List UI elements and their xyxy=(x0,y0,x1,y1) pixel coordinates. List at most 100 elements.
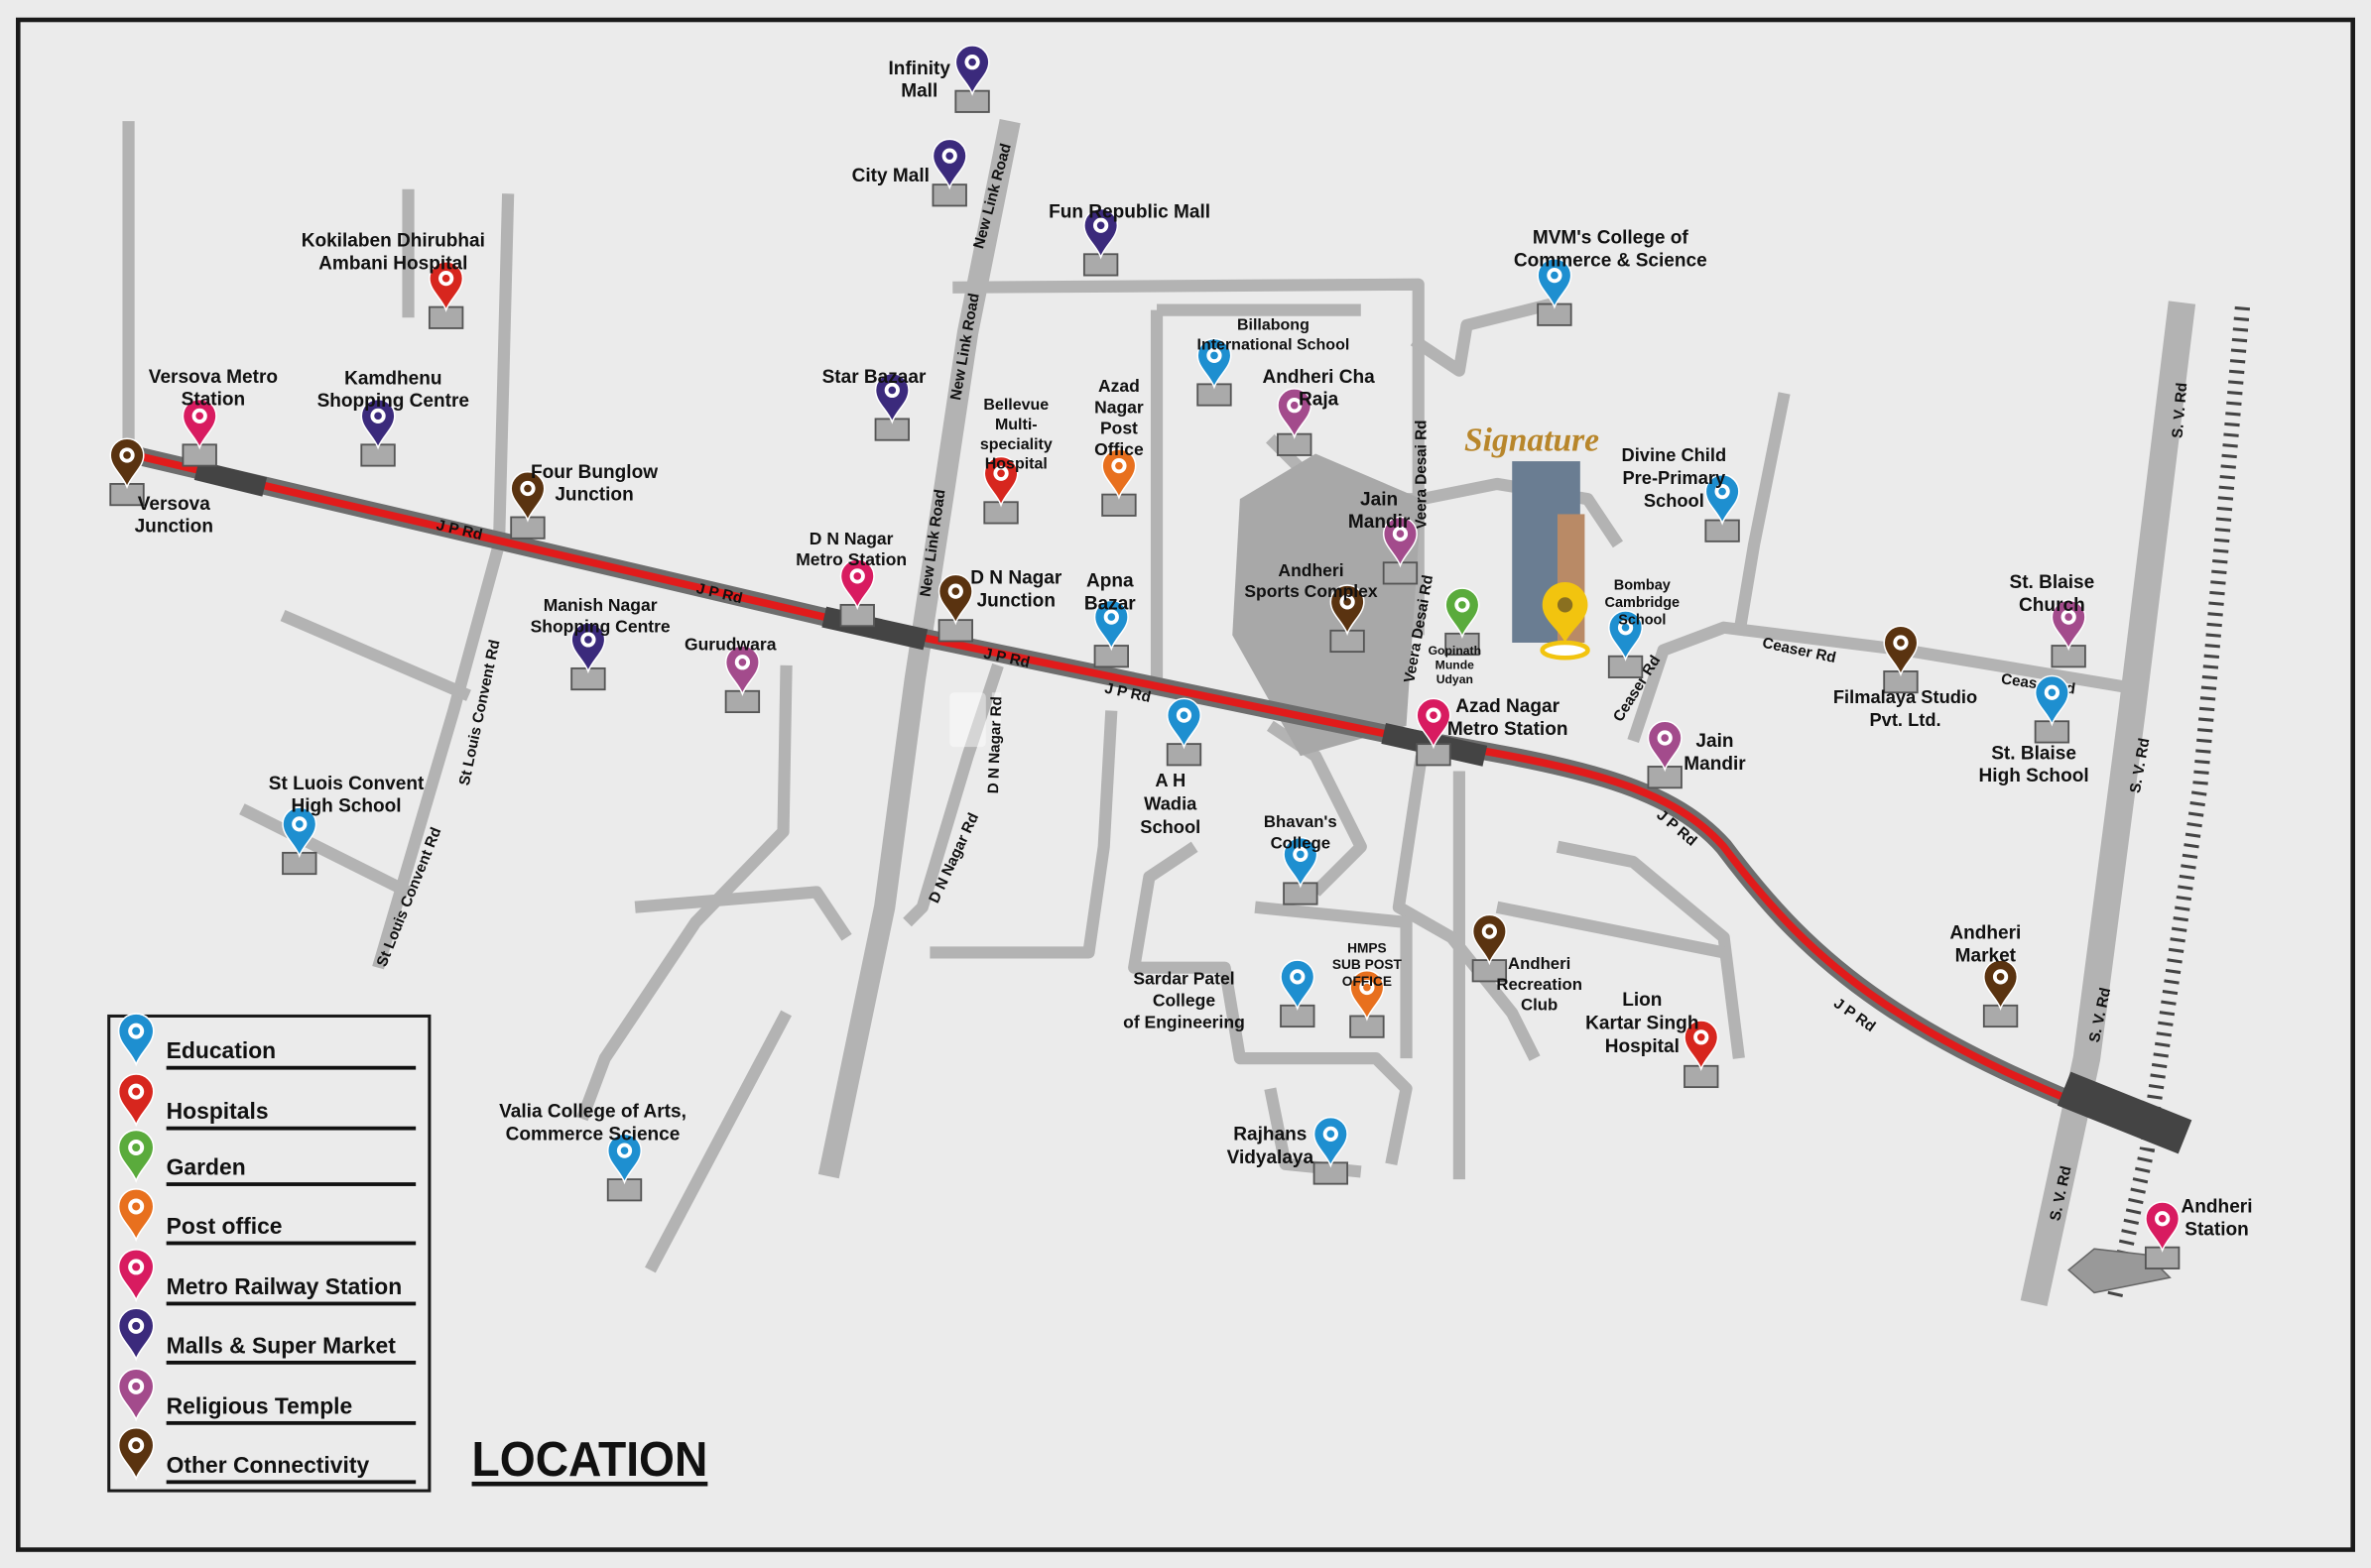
temple-pin-icon xyxy=(1647,720,1683,773)
project-logo: Signature xyxy=(1464,422,1599,458)
poi-star-bazaar[interactable] xyxy=(874,372,910,441)
poi-gopinath-munde-udyan[interactable] xyxy=(1444,587,1480,657)
poi-kamdhenu-shopping-centre[interactable] xyxy=(360,398,396,467)
poi-andheri-cha-raja[interactable] xyxy=(1277,388,1312,456)
post-legend-icon xyxy=(117,1188,155,1243)
legend-item-other: Other Connectivity xyxy=(117,1426,417,1485)
watermark-logo xyxy=(949,692,1002,748)
poi-azad-nagar-metro-station[interactable] xyxy=(1416,697,1451,767)
temple-pin-icon xyxy=(724,645,760,696)
poi-st-blaise-church[interactable] xyxy=(2051,599,2086,668)
education-pin-icon xyxy=(606,1133,643,1185)
poi-d-n-nagar-metro-station[interactable] xyxy=(839,558,875,628)
road-network xyxy=(122,119,2251,1306)
mall-legend-icon xyxy=(117,1307,155,1362)
other-pin-icon xyxy=(1883,625,1919,677)
legend-label: Post office xyxy=(167,1213,283,1239)
poi-versova-junction[interactable] xyxy=(109,437,145,507)
education-pin-icon xyxy=(1196,337,1232,390)
metro-pin-icon xyxy=(182,398,217,450)
poi-d-n-nagar-junction[interactable] xyxy=(937,573,973,643)
mall-pin-icon xyxy=(954,45,990,96)
poi-st-blaise-high-school[interactable] xyxy=(2034,674,2070,744)
poi-andheri-sports-complex[interactable] xyxy=(1329,584,1365,654)
metro-pin-icon xyxy=(839,558,875,611)
poi-bellevue-multi-speciality-hospital[interactable] xyxy=(983,455,1019,525)
education-pin-icon xyxy=(1166,697,1202,750)
other-pin-icon xyxy=(510,470,546,523)
poi-label: Star Bazaar xyxy=(822,367,927,388)
poi-apna-bazar[interactable] xyxy=(1093,599,1129,668)
poi-hmps-sub-post-office[interactable] xyxy=(1349,969,1385,1038)
poi-jain-mandir[interactable] xyxy=(1382,516,1419,585)
project-signature: Signature xyxy=(1464,422,1599,661)
poi-label: Fun Republic Mall xyxy=(1049,202,1210,223)
road-label-veera-desai-rd: Veera Desai Rd xyxy=(1413,421,1430,530)
education-pin-icon xyxy=(1537,258,1572,309)
other-pin-icon xyxy=(109,437,145,490)
poi-divine-child-pre-primary-school[interactable] xyxy=(1704,474,1740,543)
poi-four-bunglow-junction[interactable] xyxy=(510,470,546,540)
legend-label: Metro Railway Station xyxy=(167,1273,403,1299)
poi-bombay-cambridge-school[interactable] xyxy=(1607,610,1644,678)
temple-pin-icon xyxy=(1277,388,1312,439)
poi-label: City Mall xyxy=(852,166,930,186)
poi-billabong-international-school[interactable] xyxy=(1196,337,1232,407)
poi-andheri-recreation-club[interactable] xyxy=(1471,913,1508,983)
poi-filmalaya-studio-pvt-ltd-[interactable] xyxy=(1883,625,1919,694)
poi-lion-kartar-singh-hospital[interactable] xyxy=(1684,1020,1719,1089)
poi-sardar-patel-college-of-engineering[interactable] xyxy=(1280,959,1315,1028)
poi-bhavan-s-college[interactable] xyxy=(1283,836,1318,905)
poi-valia-college-of-arts-commerce-science[interactable] xyxy=(606,1133,643,1202)
legend-item-post: Post office xyxy=(117,1188,417,1246)
other-pin-icon xyxy=(1471,913,1507,966)
poi-city-mall[interactable] xyxy=(932,138,967,207)
temple-pin-icon xyxy=(2051,599,2086,652)
poi-label: Valia College of Arts,Commerce Science xyxy=(499,1102,686,1146)
legend-item-hospital: Hospitals xyxy=(117,1073,417,1131)
temple-legend-icon xyxy=(117,1368,155,1422)
poi-manish-nagar-shopping-centre[interactable] xyxy=(570,622,606,691)
education-pin-icon xyxy=(1608,610,1644,662)
poi-fun-republic-mall[interactable] xyxy=(1082,207,1119,277)
poi-andheri-station[interactable] xyxy=(2144,1201,2181,1269)
poi-rajhans-vidyalaya[interactable] xyxy=(1312,1116,1349,1185)
mall-pin-icon xyxy=(360,398,396,450)
project-location-pin xyxy=(1542,582,1588,643)
other-pin-icon xyxy=(1983,959,2019,1012)
poi-st-luois-convent-high-school[interactable] xyxy=(282,806,317,876)
legend-label: Garden xyxy=(167,1154,246,1180)
metro-pin-icon xyxy=(2145,1201,2181,1253)
poi-infinity-mall[interactable] xyxy=(954,45,990,113)
poi-mvm-s-college-of-commerce-science[interactable] xyxy=(1537,258,1572,326)
poi-andheri-market[interactable] xyxy=(1982,959,2019,1028)
education-pin-icon xyxy=(2034,674,2069,727)
poi-azad-nagar-post-office[interactable] xyxy=(1101,448,1137,517)
poi-versova-metro-station[interactable] xyxy=(182,398,217,467)
poi-gurudwara[interactable] xyxy=(724,645,761,714)
hospital-pin-icon xyxy=(1684,1020,1719,1071)
poi-kokilaben-dhirubhai-ambani-hospital[interactable] xyxy=(428,261,464,329)
hospital-pin-icon xyxy=(429,261,464,312)
other-pin-icon xyxy=(937,573,973,626)
poi-jain-mandir[interactable] xyxy=(1647,720,1683,789)
legend-label: Malls & Super Market xyxy=(167,1332,397,1358)
poi-a-h-wadia-school[interactable] xyxy=(1166,697,1202,767)
